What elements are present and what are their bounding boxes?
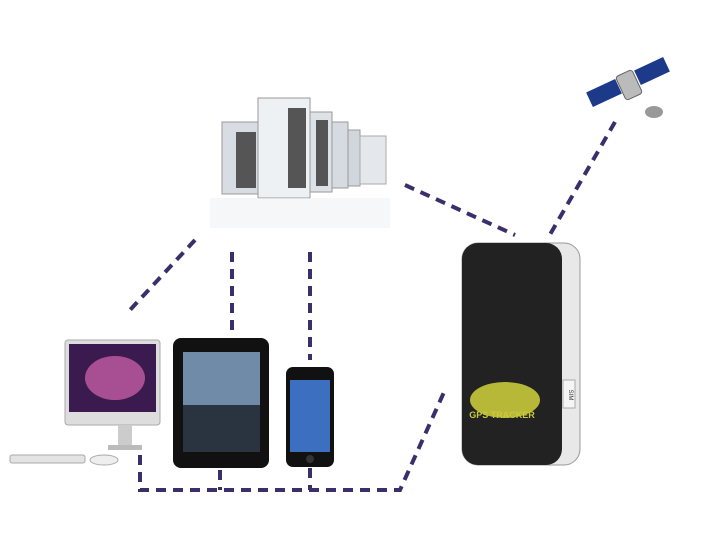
sim-slot <box>562 379 576 409</box>
link-bottom-bus <box>138 389 447 492</box>
desktop-computer-icon <box>9 339 161 466</box>
tablet-icon <box>173 338 269 468</box>
tracker-logo <box>470 382 540 418</box>
link-server-desktop <box>128 238 197 312</box>
link-satellite-tracker <box>546 120 617 240</box>
gps-tracker-device: GPS TRACKER SIM <box>461 242 581 466</box>
satellite-icon <box>586 56 670 118</box>
link-server-tracker <box>404 183 516 237</box>
sim-label: SIM <box>567 390 573 401</box>
tracker-logo-text: GPS TRACKER <box>469 410 535 420</box>
connection-lines <box>128 120 617 492</box>
smartphone-icon <box>286 367 334 467</box>
server-icon <box>210 97 390 228</box>
